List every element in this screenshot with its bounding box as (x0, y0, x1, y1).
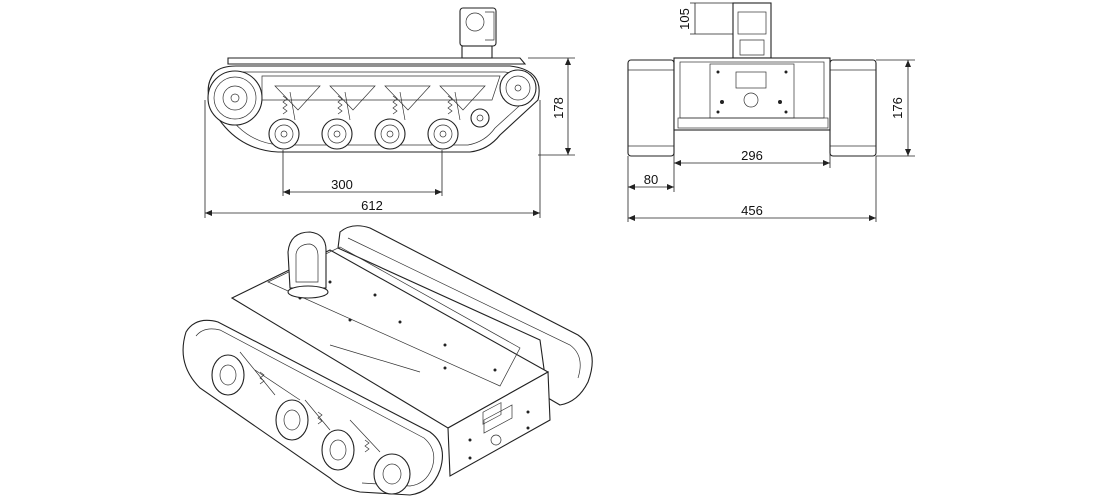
front-view: 105 176 296 80 (627, 2, 915, 222)
iso-camera-mount (287, 231, 329, 299)
iso-near-track (182, 319, 443, 496)
side-suspension-arms (274, 85, 486, 121)
dim-top-height: 105 (677, 2, 733, 35)
dim-front-height: 176 (876, 59, 915, 157)
side-road-wheels (268, 108, 490, 150)
dim-overall-length-label: 612 (361, 198, 383, 213)
isometric-view (182, 225, 593, 496)
side-camera-mount (459, 7, 497, 59)
front-camera-mount (732, 2, 772, 59)
iso-road-wheels (211, 351, 411, 495)
side-track-outline (207, 65, 540, 153)
dim-overall-width: 456 (628, 156, 877, 222)
dim-front-height-label: 176 (890, 97, 905, 119)
iso-far-track (337, 225, 593, 406)
dim-overall-length: 612 (204, 100, 541, 218)
side-drive-sprocket (207, 70, 263, 126)
dim-overall-width-label: 456 (741, 203, 763, 218)
side-view: 178 300 612 (204, 7, 575, 218)
dim-wheel-span: 300 (282, 150, 443, 196)
dim-track-width: 80 (627, 156, 675, 222)
dim-body-width: 296 (673, 130, 831, 168)
dim-side-height: 178 (528, 57, 575, 156)
iso-front-face (447, 371, 551, 477)
side-idler-wheel (499, 69, 537, 107)
front-body (673, 57, 831, 131)
dim-top-height-label: 105 (677, 8, 692, 30)
dim-body-width-label: 296 (741, 148, 763, 163)
front-left-track (627, 59, 675, 157)
dim-track-width-label: 80 (644, 172, 658, 187)
front-right-track (829, 59, 877, 157)
dim-side-height-label: 178 (551, 97, 566, 119)
dim-wheel-span-label: 300 (331, 177, 353, 192)
